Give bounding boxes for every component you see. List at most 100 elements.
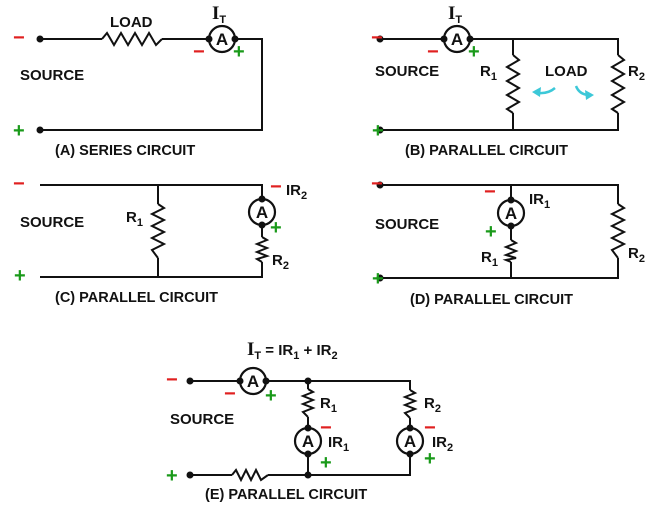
positive-sign: +	[424, 448, 436, 470]
terminal	[236, 377, 244, 385]
load-resistor	[101, 31, 163, 47]
resistor-r2	[402, 389, 418, 419]
terminal	[262, 377, 270, 385]
current-equation: IT = IR1 + IR2	[247, 339, 338, 362]
resistor-r1	[505, 54, 521, 114]
ir1-label: IR1	[328, 434, 349, 454]
caption-e: (E) PARALLEL CIRCUIT	[205, 487, 367, 503]
terminal	[376, 274, 384, 282]
positive-sign: +	[320, 452, 332, 474]
r2-label: R2	[628, 63, 645, 83]
wire	[40, 184, 263, 278]
source-label: SOURCE	[170, 411, 234, 428]
resistor-r2	[610, 54, 626, 114]
r2-label: R2	[424, 395, 441, 415]
terminal	[258, 195, 266, 203]
negative-sign: −	[424, 417, 436, 439]
negative-sign: −	[427, 41, 439, 63]
positive-sign: +	[485, 221, 497, 243]
terminal	[406, 450, 414, 458]
series-resistor	[231, 467, 269, 483]
terminal	[466, 35, 474, 43]
terminal	[304, 450, 312, 458]
ammeter-letter: A	[302, 432, 314, 451]
positive-sign: +	[14, 265, 26, 287]
wire	[380, 184, 619, 279]
negative-sign: −	[13, 173, 25, 195]
source-label: SOURCE	[375, 63, 439, 80]
positive-sign: +	[372, 268, 384, 290]
negative-sign: −	[371, 173, 383, 195]
terminal	[376, 35, 384, 43]
ir2-label: IR2	[432, 434, 453, 454]
negative-sign: −	[166, 369, 178, 391]
negative-sign: −	[320, 417, 332, 439]
caption-b: (B) PARALLEL CIRCUIT	[405, 143, 568, 159]
caption-a: (A) SERIES CIRCUIT	[55, 143, 195, 159]
negative-sign: −	[193, 41, 205, 63]
wire	[190, 380, 411, 476]
positive-sign: +	[166, 465, 178, 487]
ammeter-letter: A	[256, 203, 268, 222]
terminal	[186, 377, 194, 385]
r2-label: R2	[272, 252, 289, 272]
wire	[40, 38, 263, 131]
positive-sign: +	[270, 217, 282, 239]
caption-c: (C) PARALLEL CIRCUIT	[55, 290, 218, 306]
terminal	[440, 35, 448, 43]
total-current-label: IT	[448, 3, 462, 26]
r1-label: R1	[480, 63, 497, 83]
terminal	[507, 196, 515, 204]
terminal	[507, 222, 515, 230]
total-current-label: IT	[212, 3, 226, 26]
positive-sign: +	[468, 41, 480, 63]
ammeter-letter: A	[216, 30, 228, 49]
negative-sign: −	[371, 27, 383, 49]
positive-sign: +	[265, 385, 277, 407]
r1-label: R1	[320, 395, 337, 415]
current-arrow-right-head	[585, 90, 594, 100]
r2-label: R2	[628, 245, 645, 265]
panel-a: A − + − + SOURCE LOAD IT (A) SERIES CIRC…	[13, 3, 263, 159]
terminal	[36, 126, 44, 134]
panel-b: A − + − + SOURCE R1 R2 LOAD IT (B) PARAL…	[371, 3, 645, 159]
negative-sign: −	[13, 27, 25, 49]
panel-e: A A A − + − + − + − + SOURCE R1 R2 IR1 I…	[166, 339, 453, 503]
terminal	[186, 471, 194, 479]
caption-d: (D) PARALLEL CIRCUIT	[410, 292, 573, 308]
source-label: SOURCE	[20, 67, 84, 84]
source-label: SOURCE	[375, 216, 439, 233]
junction	[304, 377, 312, 385]
positive-sign: +	[13, 120, 25, 142]
current-arrow-left-head	[532, 87, 541, 97]
panel-d: A − + − + SOURCE IR1 R1 R2 (D) PARALLEL …	[371, 173, 645, 308]
negative-sign: −	[224, 383, 236, 405]
resistor-r1	[502, 239, 519, 263]
load-label: LOAD	[110, 14, 153, 31]
resistor-r1	[300, 388, 316, 418]
resistor-r2	[609, 203, 627, 259]
load-label: LOAD	[545, 63, 588, 80]
junction	[304, 471, 312, 479]
terminal	[36, 35, 44, 43]
ir1-label: IR1	[529, 191, 550, 211]
terminal	[258, 221, 266, 229]
r1-label: R1	[481, 249, 498, 269]
r1-label: R1	[126, 209, 143, 229]
positive-sign: +	[233, 41, 245, 63]
source-label: SOURCE	[20, 214, 84, 231]
resistor-r1	[149, 203, 167, 259]
ir2-label: IR2	[286, 182, 307, 202]
terminal	[376, 181, 384, 189]
terminal	[376, 126, 384, 134]
ammeter-letter: A	[247, 372, 259, 391]
panel-c: A − + − + SOURCE R1 R2 IR2 (C) PARALLEL …	[13, 173, 307, 306]
ammeter-letter: A	[505, 204, 517, 223]
wire	[380, 38, 619, 131]
terminal	[231, 35, 239, 43]
terminal	[304, 424, 312, 432]
positive-sign: +	[372, 120, 384, 142]
negative-sign: −	[270, 176, 282, 198]
